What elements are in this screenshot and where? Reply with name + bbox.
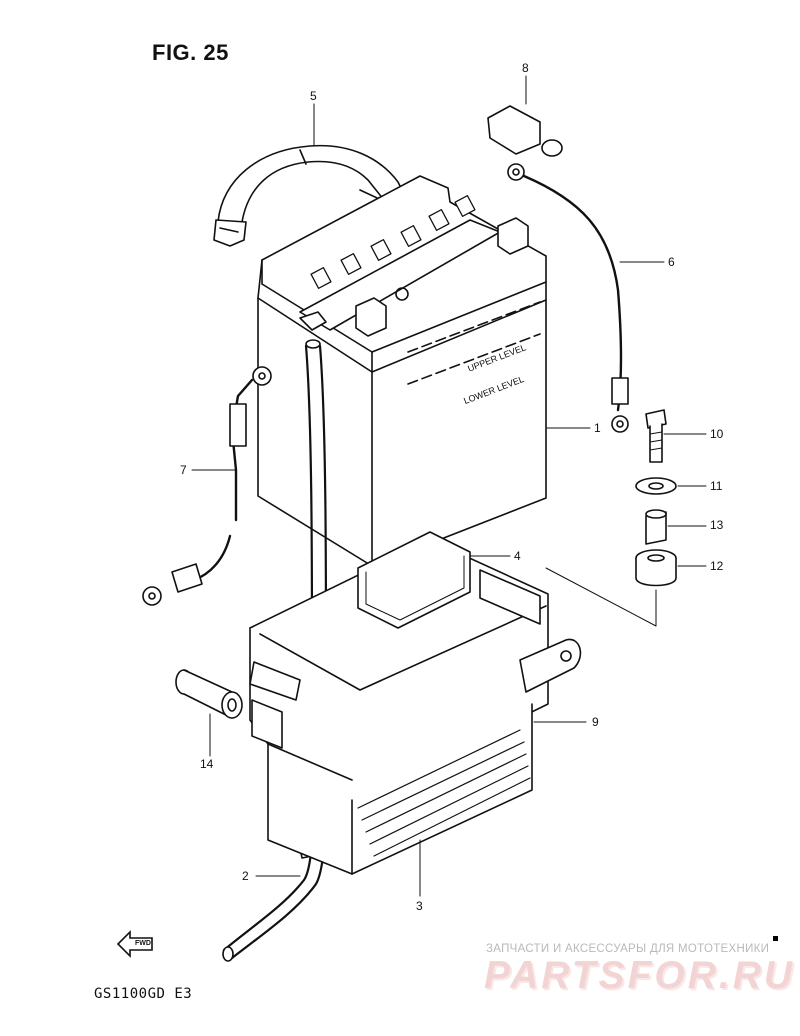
leader-lines (191, 75, 707, 897)
battery-holder (249, 539, 582, 875)
callout-1: 1 (594, 421, 601, 435)
grommet (175, 669, 243, 719)
callout-3: 3 (416, 899, 423, 913)
callout-4: 4 (514, 549, 521, 563)
forward-arrow-icon (116, 930, 153, 958)
callout-12: 12 (710, 559, 724, 573)
callout-2: 2 (242, 869, 249, 883)
fwd-label: FWD (135, 940, 151, 947)
model-code: GS1100GD E3 (94, 986, 193, 1002)
callout-6: 6 (668, 255, 675, 269)
callout-9: 9 (592, 715, 599, 729)
callout-14: 14 (200, 757, 214, 771)
callout-10: 10 (710, 427, 724, 441)
hardware-stack (635, 409, 677, 587)
lead-wire-negative (142, 366, 272, 606)
figure-title: FIG. 25 (152, 40, 229, 65)
watermark-logo: PARTSFOR.RU (484, 954, 796, 997)
battery (257, 175, 547, 567)
battery-cushion (357, 531, 541, 629)
watermark-tagline: ЗАПЧАСТИ И АКСЕССУАРЫ ДЛЯ МОТОТЕХНИКИ (486, 943, 770, 955)
callout-13: 13 (710, 518, 724, 532)
lead-wire-positive (487, 105, 629, 433)
callout-8: 8 (522, 61, 529, 75)
callout-7: 7 (180, 463, 187, 477)
callout-11: 11 (710, 479, 723, 493)
corner-mark (773, 936, 778, 941)
callout-5: 5 (310, 89, 317, 103)
